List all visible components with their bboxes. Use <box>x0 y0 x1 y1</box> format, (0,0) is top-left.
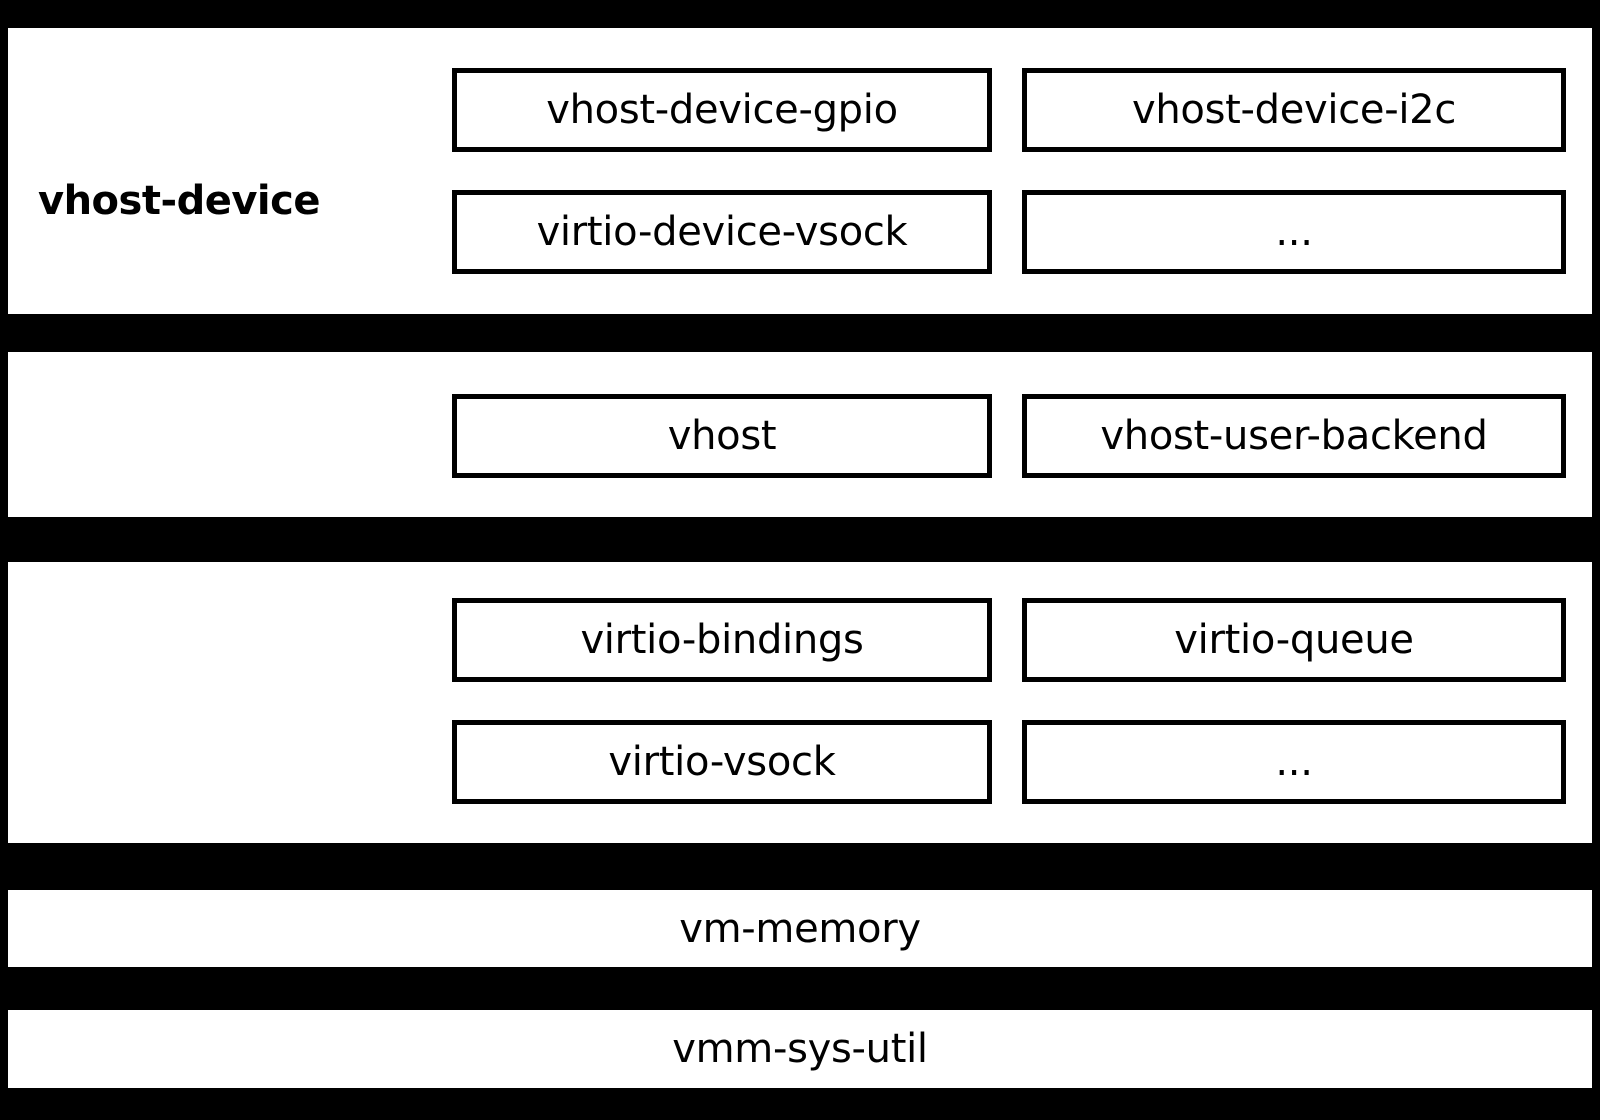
layer-vmm-sys-util: vmm-sys-util <box>8 1010 1592 1088</box>
layer-vm-virtio: vm-virtio virtio-bindings virtio-queue v… <box>8 562 1592 843</box>
layer-vhost: vhost vhost vhost-user-backend <box>8 352 1592 796</box>
layer-label-vmm-sys-util: vmm-sys-util <box>672 1026 928 1072</box>
layer-label-vhost-device: vhost-device <box>38 178 320 224</box>
crate-box-virtio-device-vsock: virtio-device-vsock <box>452 190 992 274</box>
crate-box-vhost-device-i2c: vhost-device-i2c <box>1022 68 1566 152</box>
crate-box-vm-virtio-more: ... <box>1022 720 1566 804</box>
crate-box-vhost-device-more: ... <box>1022 190 1566 274</box>
crate-box-vhost-user-backend: vhost-user-backend <box>1022 394 1566 478</box>
crate-box-virtio-vsock: virtio-vsock <box>452 720 992 804</box>
crate-box-vhost-device-gpio: vhost-device-gpio <box>452 68 992 152</box>
layer-label-vm-memory: vm-memory <box>679 905 921 952</box>
layer-vm-memory: vm-memory <box>8 890 1592 967</box>
layer-vhost-device: vhost-device vhost-device-gpio vhost-dev… <box>8 28 1592 314</box>
crate-box-virtio-bindings: virtio-bindings <box>452 598 992 682</box>
crate-box-virtio-queue: virtio-queue <box>1022 598 1566 682</box>
crate-box-vhost: vhost <box>452 394 992 478</box>
